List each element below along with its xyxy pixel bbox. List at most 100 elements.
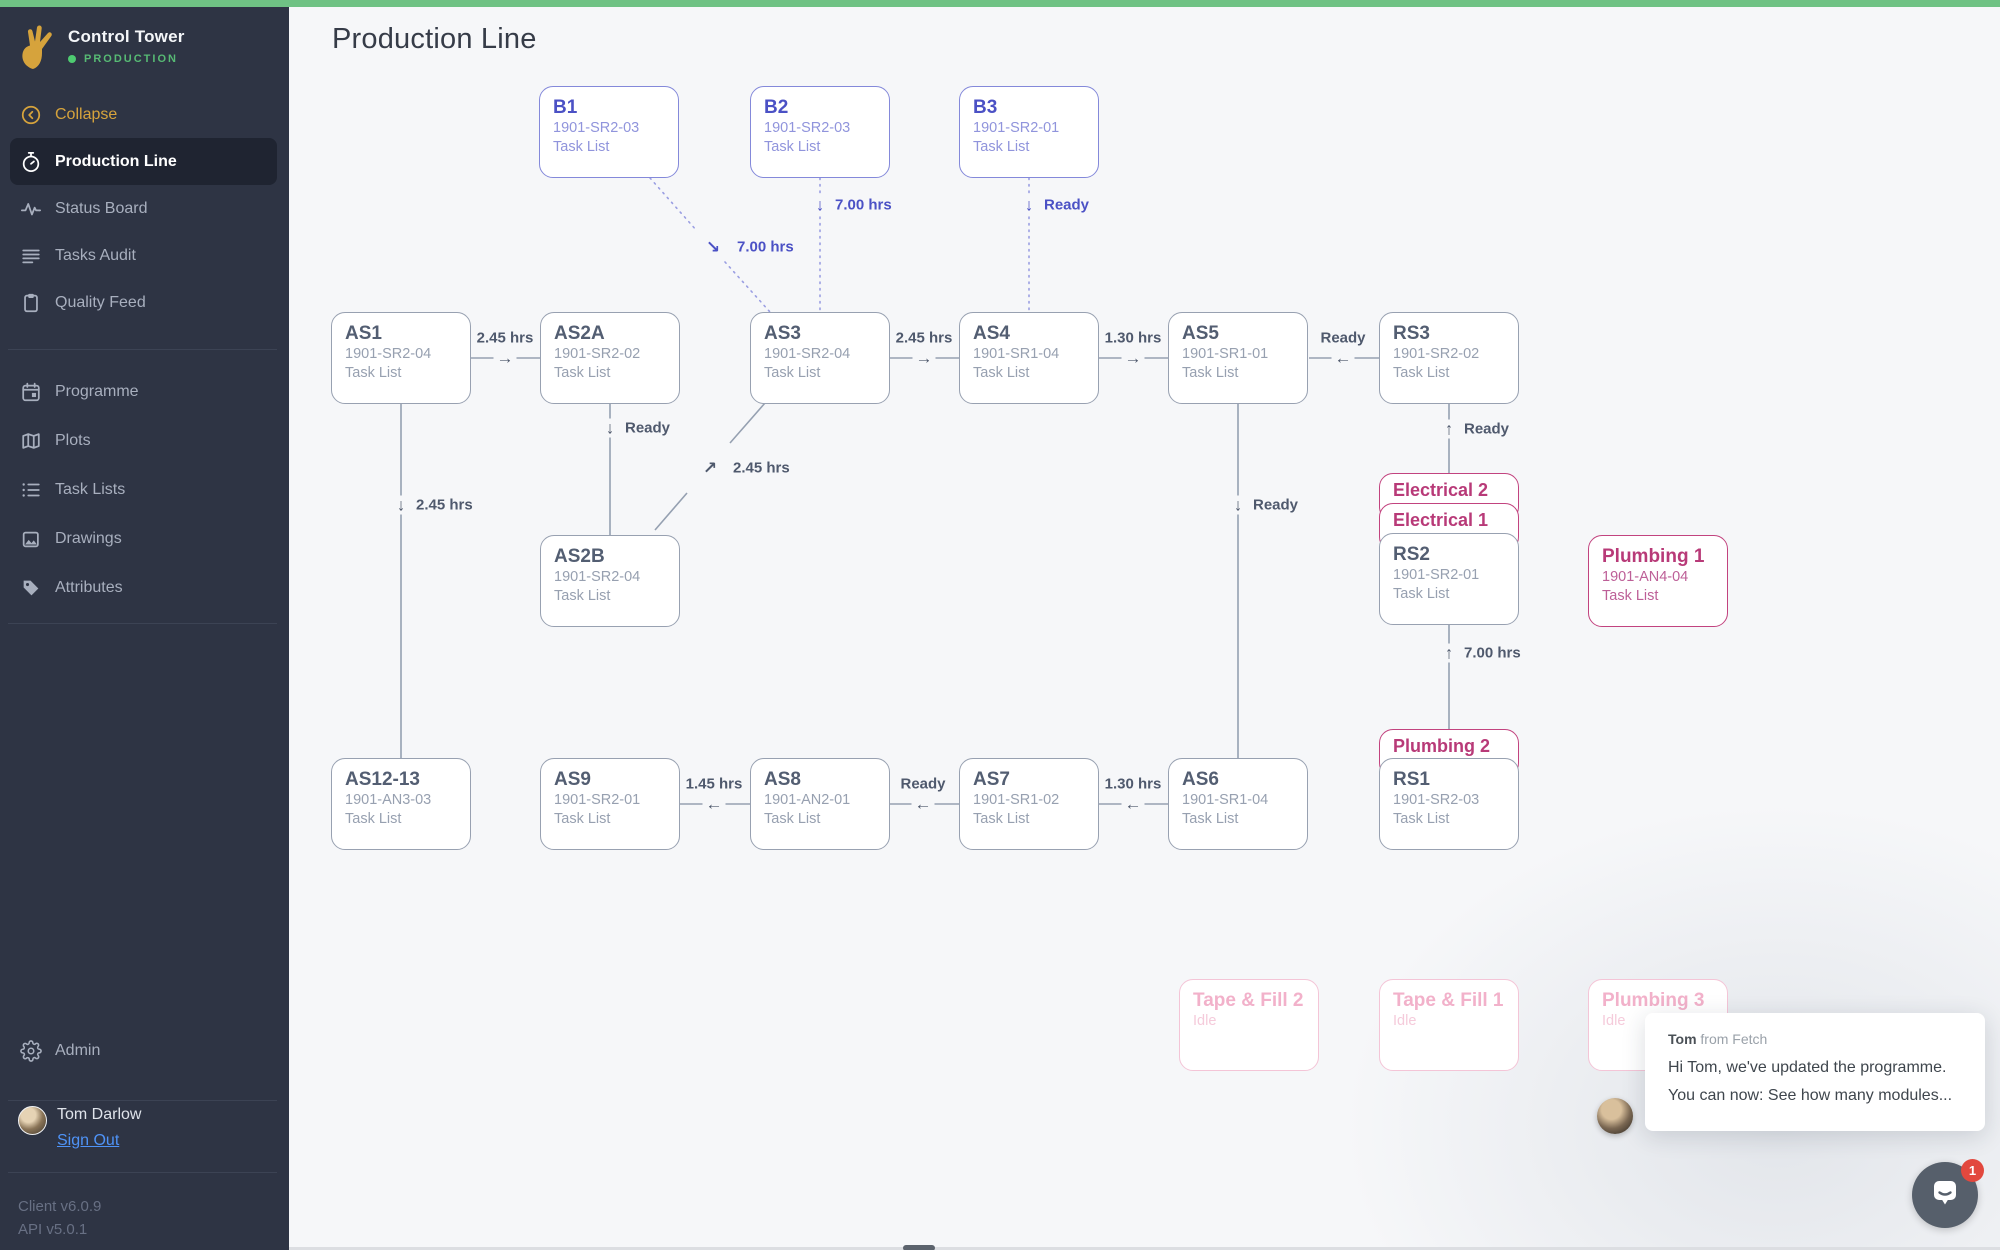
- node-subtitle: Task List: [345, 365, 402, 381]
- sidebar-item-drawings[interactable]: Drawings: [10, 514, 277, 563]
- node-subtitle: Task List: [553, 139, 610, 155]
- horizontal-scrollbar-thumb[interactable]: [903, 1245, 935, 1250]
- sidebar-item-attributes[interactable]: Attributes: [10, 563, 277, 612]
- node-subtitle: 1901-SR2-04: [345, 346, 432, 362]
- sidebar-divider: [8, 1172, 277, 1173]
- chat-message-line: You can now: See how many modules...: [1668, 1087, 1953, 1104]
- node-subtitle: 1901-SR1-04: [973, 346, 1060, 362]
- node-subtitle: 1901-AN2-01: [764, 792, 851, 808]
- node-title: Tape & Fill 1: [1393, 990, 1504, 1011]
- node-title: Tape & Fill 2: [1193, 990, 1304, 1011]
- sidebar-item-tasks-audit[interactable]: Tasks Audit: [10, 232, 277, 279]
- node-subtitle: 1901-AN4-04: [1602, 569, 1689, 585]
- sidebar-item-plots[interactable]: Plots: [10, 416, 277, 465]
- sidebar-divider: [8, 349, 277, 350]
- node-subtitle: Task List: [1182, 365, 1239, 381]
- node-subtitle: Task List: [1182, 811, 1239, 827]
- node-subtitle: 1901-AN3-03: [345, 792, 432, 808]
- sidebar-item-label: Drawings: [55, 529, 122, 547]
- sidebar-item-label: Task Lists: [55, 480, 126, 498]
- node-subtitle: 1901-SR2-02: [554, 346, 641, 362]
- node-title: Electrical 2: [1393, 480, 1489, 500]
- node-subtitle: Task List: [1393, 811, 1450, 827]
- env-status-dot-icon: [68, 55, 76, 63]
- chat-message-popup[interactable]: Tom from Fetch Hi Tom, we've updated the…: [1645, 1013, 1985, 1131]
- node-tape-fill-1[interactable]: Tape & Fill 1 Idle: [1379, 979, 1519, 1071]
- node-subtitle: 1901-SR2-03: [764, 120, 851, 136]
- node-subtitle: 1901-SR2-04: [554, 569, 641, 585]
- node-title: AS2A: [554, 323, 605, 344]
- node-title: AS12-13: [345, 769, 420, 790]
- node-subtitle: Idle: [1393, 1013, 1417, 1029]
- sidebar-item-label: Plots: [55, 431, 91, 449]
- sign-out-link[interactable]: Sign Out: [57, 1132, 120, 1149]
- node-subtitle: Task List: [973, 811, 1030, 827]
- sidebar-item-collapse[interactable]: Collapse: [10, 91, 277, 138]
- sidebar-divider: [8, 1100, 277, 1101]
- sidebar-item-label: Attributes: [55, 578, 123, 596]
- tag-icon: [20, 577, 42, 599]
- node-subtitle: 1901-SR1-02: [973, 792, 1060, 808]
- clipboard-icon: [20, 292, 42, 314]
- node-subtitle: Task List: [764, 365, 821, 381]
- sidebar-item-label: Tasks Audit: [55, 246, 136, 264]
- sidebar-item-task-lists[interactable]: Task Lists: [10, 465, 277, 514]
- sidebar-tertiary-nav: Admin: [0, 1027, 289, 1074]
- node-subtitle: 1901-SR2-02: [1393, 346, 1480, 362]
- page-title: Production Line: [332, 23, 537, 55]
- node-title: AS3: [764, 323, 801, 344]
- node-title: B1: [553, 97, 578, 118]
- calendar-icon: [20, 381, 42, 403]
- node-subtitle: 1901-SR2-03: [553, 120, 640, 136]
- node-subtitle: Task List: [554, 365, 611, 381]
- sidebar-item-programme[interactable]: Programme: [10, 367, 277, 416]
- sidebar-item-admin[interactable]: Admin: [10, 1027, 277, 1074]
- chat-launcher-button[interactable]: 1: [1912, 1159, 1984, 1228]
- node-subtitle: 1901-SR2-03: [1393, 792, 1480, 808]
- horizontal-scrollbar-track[interactable]: [289, 1247, 2000, 1250]
- sidebar-item-status-board[interactable]: Status Board: [10, 185, 277, 232]
- node-subtitle: Task List: [554, 588, 611, 604]
- node-title: AS6: [1182, 769, 1219, 790]
- node-title: Plumbing 1: [1602, 546, 1705, 567]
- node-subtitle: Task List: [1602, 588, 1659, 604]
- notification-badge: 1: [1961, 1159, 1984, 1182]
- node-title: RS1: [1393, 769, 1430, 790]
- node-title: AS9: [554, 769, 591, 790]
- node-subtitle: Idle: [1602, 1013, 1626, 1029]
- node-subtitle: 1901-SR1-01: [1182, 346, 1269, 362]
- sidebar-item-label: Collapse: [55, 105, 118, 123]
- node-subtitle: Task List: [973, 365, 1030, 381]
- stopwatch-icon: [20, 151, 42, 173]
- environment-indicator: PRODUCTION: [68, 53, 185, 65]
- node-subtitle: 1901-SR2-01: [973, 120, 1060, 136]
- sidebar-item-label: Admin: [55, 1041, 101, 1059]
- user-name: Tom Darlow: [57, 1106, 142, 1123]
- node-title: B3: [973, 97, 998, 118]
- brand: Control Tower PRODUCTION: [18, 23, 185, 71]
- node-title: AS8: [764, 769, 801, 790]
- sidebar-item-quality-feed[interactable]: Quality Feed: [10, 279, 277, 326]
- sidebar-item-production-line[interactable]: Production Line: [10, 138, 277, 185]
